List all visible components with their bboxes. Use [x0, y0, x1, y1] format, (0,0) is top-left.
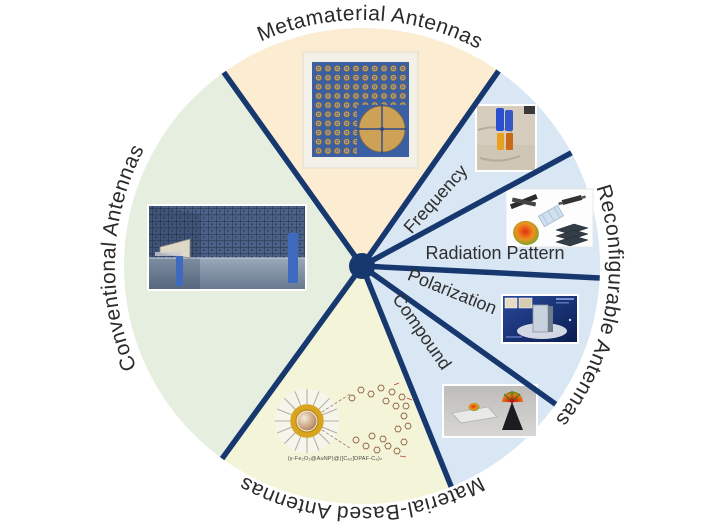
chamber-pillar [288, 233, 298, 283]
blue-clip [496, 108, 504, 131]
stacked-layers-render [555, 223, 589, 247]
inset-thumb-2 [518, 297, 533, 309]
red-annotation-marks [393, 382, 413, 458]
antenna-renderings-collage [505, 188, 594, 248]
antenna-mast [176, 256, 183, 286]
divider-conv-meta [221, 70, 365, 268]
inset-thumb-1 [504, 297, 518, 309]
blue-clip-2 [505, 110, 513, 131]
divider-pol-comp [360, 263, 558, 407]
zoom-leader-lines [321, 393, 351, 449]
nanoparticle-schematic: (γ-Fe₂O₃@AuNP)@([C₆₀]DPAF-C₉)ₙ [275, 382, 413, 462]
yellow-clip [497, 133, 504, 150]
dipole-antenna-render [509, 193, 538, 210]
orange-clip [506, 133, 513, 150]
fullerene-molecules [348, 382, 413, 458]
center-hub [349, 253, 375, 279]
divider-material-conv [219, 264, 365, 461]
test-clips-photo [475, 104, 537, 172]
gold-ring [290, 404, 324, 438]
panel-antenna [532, 304, 549, 333]
sector-material-based [222, 266, 452, 505]
ligand-spokes [275, 389, 339, 453]
divider-lines [219, 69, 600, 488]
metasurface-array-photo [302, 51, 419, 169]
radiation-pattern-blob [513, 220, 539, 246]
simulation-setup-render [501, 294, 579, 344]
nanoparticle-caption: (γ-Fe₂O₃@AuNP)@([C₆₀]DPAF-C₉)ₙ [288, 456, 383, 462]
radiation-pattern-label: Radiation Pattern [425, 243, 564, 263]
chamber-floor [148, 258, 306, 290]
array-patch-render [537, 204, 565, 228]
divider-freq-radpat [360, 150, 573, 269]
divider-meta-freq [359, 69, 501, 268]
anechoic-chamber-photo [147, 204, 307, 291]
divider-radpat-pol [361, 263, 600, 281]
iron-oxide-core [297, 411, 317, 431]
cone-antenna [502, 402, 523, 430]
dark-connector [524, 106, 535, 114]
mini-pattern-blob [468, 403, 480, 411]
divider-comp-material [359, 264, 454, 488]
cone-antenna-photo [442, 384, 538, 438]
